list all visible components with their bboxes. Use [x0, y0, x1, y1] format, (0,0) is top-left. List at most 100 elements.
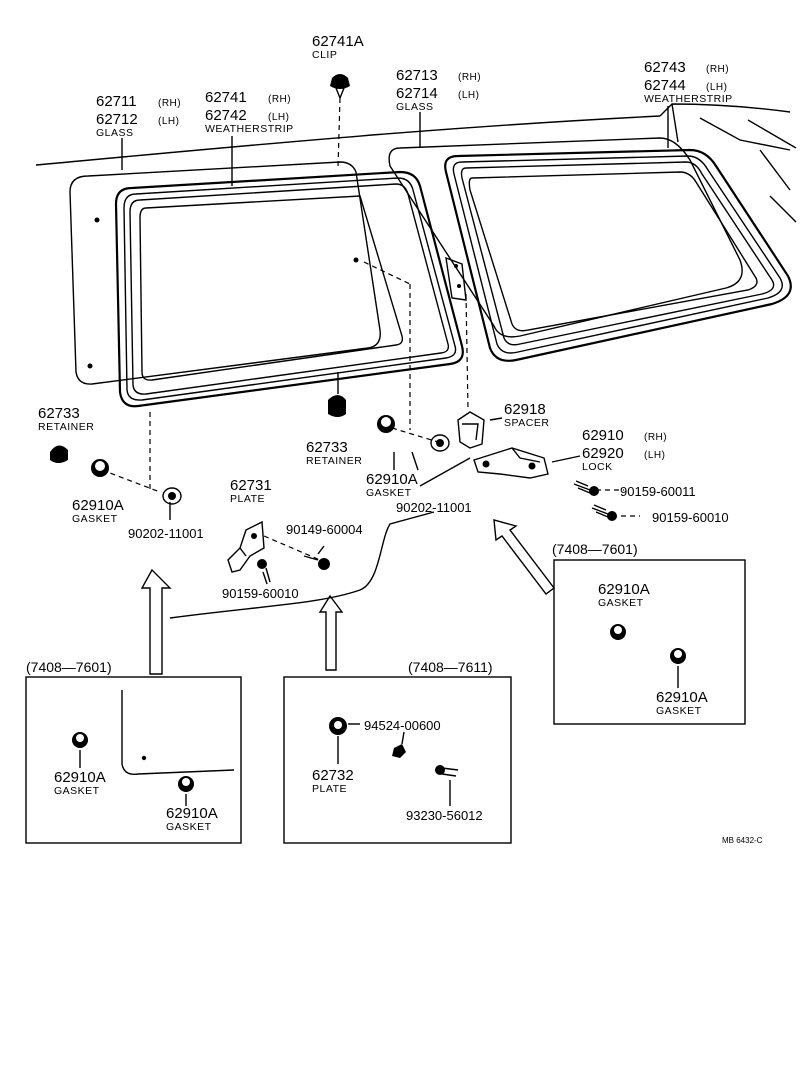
side-label: (LH)	[458, 90, 479, 101]
bolt-90149-label: 90149-60004	[286, 522, 363, 537]
clip-number: 62741A	[312, 33, 364, 50]
inset-left-g2-number: 62910A	[166, 805, 218, 822]
part-number: 62743	[644, 59, 686, 76]
label-weatherstrip-left: 62741 (RH) 62742 (LH) WEATHERSTRIP	[205, 89, 294, 135]
gasket-left	[91, 459, 109, 477]
clip-part	[330, 74, 350, 169]
inset-left	[25, 676, 242, 844]
label-retainer-center: 62733 RETAINER	[306, 439, 362, 467]
label-weatherstrip-right: 62743 (RH) 62744 (LH) WEATHERSTRIP	[644, 59, 733, 105]
screw-90159-60010-left	[257, 559, 271, 585]
part-name: WEATHERSTRIP	[205, 123, 294, 135]
spacer-part	[457, 411, 485, 449]
inset-left-range: (7408—7601)	[26, 659, 112, 675]
inset-left-g1-number: 62910A	[54, 769, 106, 786]
weatherstrip-left	[114, 170, 464, 408]
weatherstrip-right	[444, 148, 792, 362]
part-name: RETAINER	[306, 455, 362, 467]
inset-right	[553, 559, 746, 725]
diagram-code: MB 6432-C	[722, 836, 763, 845]
inset-left-g1-name: GASKET	[54, 785, 100, 797]
part-name: SPACER	[504, 417, 549, 429]
side-label: (LH)	[644, 450, 665, 461]
label-spacer: 62918 SPACER	[504, 401, 549, 429]
part-name: GASKET	[72, 513, 118, 525]
inset-right-g2-number: 62910A	[656, 689, 708, 706]
inset-center	[283, 676, 512, 844]
screw-90159-60011	[573, 480, 599, 496]
part-number: 62713	[396, 67, 438, 84]
part-name: GLASS	[396, 101, 434, 113]
retainer-left	[50, 445, 68, 463]
washer-left	[162, 487, 182, 505]
inset-center-range: (7408—7611)	[408, 659, 493, 675]
part-number: 62744	[644, 77, 686, 94]
arrow-center-inset	[318, 594, 344, 671]
side-label: (RH)	[644, 432, 667, 443]
part-number: 62712	[96, 111, 138, 128]
part-number: 62741	[205, 89, 247, 106]
retainer-center	[328, 395, 346, 417]
inset-center-screw: 93230-56012	[406, 808, 483, 823]
inset-right-range: (7408—7601)	[552, 541, 638, 557]
part-name: PLATE	[230, 493, 265, 505]
label-clip: 62741A CLIP	[312, 33, 364, 61]
side-label: (LH)	[158, 116, 179, 127]
side-label: (RH)	[268, 94, 291, 105]
part-number: 62742	[205, 107, 247, 124]
side-label: (RH)	[158, 98, 181, 109]
label-glass-left: 62711 (RH) 62712 (LH) GLASS	[96, 93, 181, 139]
glass-left	[69, 161, 381, 385]
leader-lines	[101, 106, 669, 619]
part-name: LOCK	[582, 461, 613, 473]
label-retainer-left: 62733 RETAINER	[38, 405, 94, 433]
label-glass-right: 62713 (RH) 62714 (LH) GLASS	[396, 67, 481, 113]
inset-center-nut: 94524-00600	[364, 718, 441, 733]
arrow-right-inset	[493, 519, 555, 595]
screw-90159-60011-label: 90159-60011	[620, 484, 696, 499]
label-plate: 62731 PLATE	[230, 477, 272, 505]
label-gasket-center: 62910A GASKET	[366, 471, 418, 499]
part-number: 62733	[306, 439, 348, 456]
inset-center-plate-name: PLATE	[312, 783, 347, 795]
inset-right-g2-name: GASKET	[656, 705, 702, 717]
glass-right	[388, 137, 743, 338]
part-name: WEATHERSTRIP	[644, 93, 733, 105]
part-number: 62731	[230, 477, 272, 494]
plate-62731	[227, 520, 265, 573]
lock-part	[473, 447, 549, 479]
label-gasket-left: 62910A GASKET	[72, 497, 124, 525]
arrow-left-inset	[140, 568, 172, 675]
part-name: GLASS	[96, 127, 134, 139]
gasket-center	[377, 415, 395, 433]
part-number: 62733	[38, 405, 80, 422]
side-label: (LH)	[706, 82, 727, 93]
bolt-90149-60004	[303, 555, 330, 570]
part-number: 62711	[96, 93, 137, 110]
side-label: (RH)	[706, 64, 729, 75]
label-lock: 62910 (RH) 62920 (LH) LOCK	[582, 427, 667, 473]
part-number: 62910A	[366, 471, 418, 488]
washer-center-number: 90202-11001	[396, 500, 472, 515]
inset-left-g2-name: GASKET	[166, 821, 212, 833]
body-outline	[35, 103, 797, 223]
clip-name: CLIP	[312, 49, 337, 61]
part-number: 62920	[582, 445, 624, 462]
washer-center	[430, 434, 450, 452]
part-number: 62910	[582, 427, 624, 444]
part-number: 62918	[504, 401, 546, 418]
washer-left-number: 90202-11001	[128, 526, 204, 541]
side-label: (LH)	[268, 112, 289, 123]
part-number: 62714	[396, 85, 438, 102]
part-name: GASKET	[366, 487, 412, 499]
inset-center-plate-number: 62732	[312, 767, 354, 784]
screw-90159-60010-right	[591, 504, 617, 521]
part-name: RETAINER	[38, 421, 94, 433]
side-label: (RH)	[458, 72, 481, 83]
inset-right-g1-name: GASKET	[598, 597, 644, 609]
screw-90159-60010-label: 90159-60010	[652, 510, 729, 525]
bolt-90159-label: 90159-60010	[222, 586, 299, 601]
inset-right-g1-number: 62910A	[598, 581, 650, 598]
